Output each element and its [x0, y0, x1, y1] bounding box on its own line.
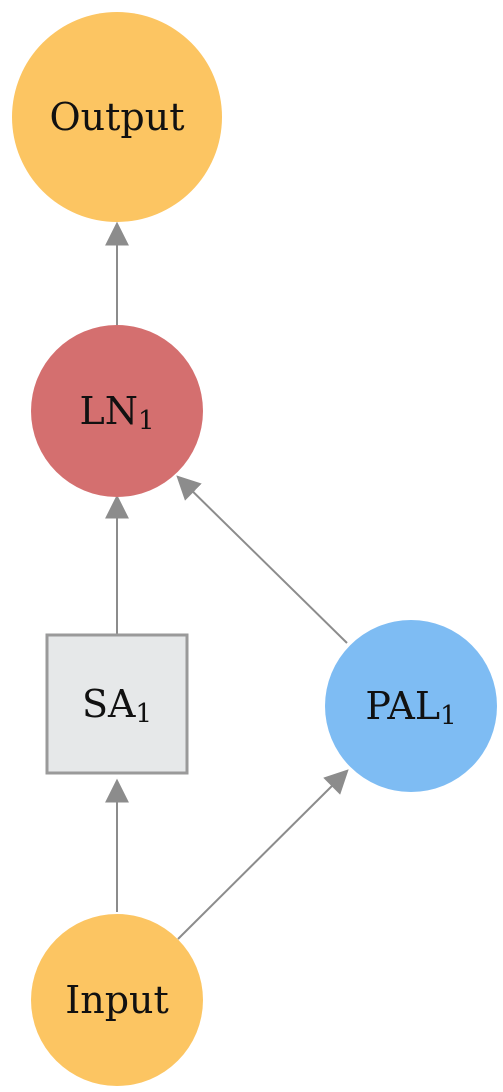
layer-norm-node-label: LN1 [79, 389, 154, 436]
layer-norm-node-circle [31, 325, 203, 497]
self-attention-node-label: SA1 [82, 682, 152, 729]
input-node: Input [31, 914, 203, 1086]
output-node: Output [12, 12, 222, 222]
edge-input-to-pal [177, 769, 349, 940]
self-attention-node-label-main: SA [82, 682, 136, 726]
self-attention-node: SA1 [45, 633, 189, 775]
input-node-label: Input [65, 978, 169, 1022]
pal-node-label-main: PAL [365, 684, 440, 728]
self-attention-node-label-subscript: 1 [135, 699, 152, 729]
self-attention-node-box [45, 633, 189, 775]
pal-node-label: PAL1 [365, 684, 456, 731]
input-node-circle [31, 914, 203, 1086]
output-node-circle [12, 12, 222, 222]
edge-pal-to-ln [176, 475, 348, 644]
pal-node-circle [325, 620, 497, 792]
pal-node-label-subscript: 1 [440, 701, 457, 731]
layer-norm-node-label-subscript: 1 [138, 406, 155, 436]
layer-norm-node-label-main: LN [79, 389, 137, 433]
layer-norm-node: LN1 [31, 325, 203, 497]
pal-node: PAL1 [325, 620, 497, 792]
output-node-label: Output [50, 95, 185, 139]
